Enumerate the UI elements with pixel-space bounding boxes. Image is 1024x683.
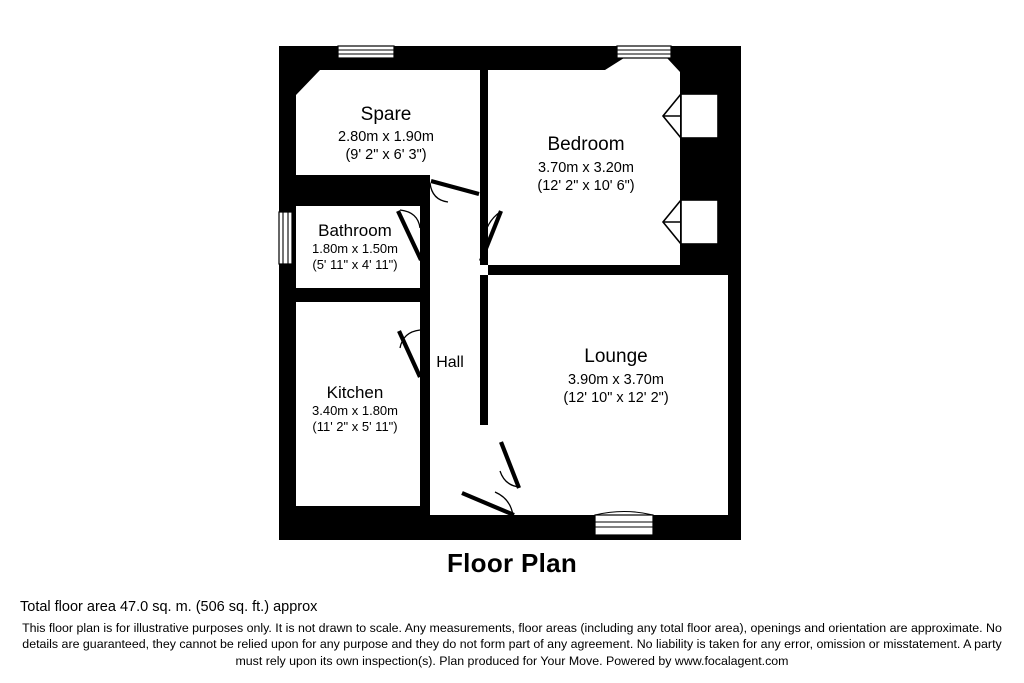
room-label-kitchen-name: Kitchen <box>327 383 384 402</box>
spare-door <box>429 178 480 203</box>
room-interior-bathroom <box>296 206 420 288</box>
lounge-bay-window-bottom <box>594 510 654 536</box>
room-label-spare: Spare 2.80m x 1.90m (9' 2" x 6' 3") <box>338 104 434 163</box>
room-interior-spare <box>296 70 480 175</box>
room-label-bedroom-name: Bedroom <box>547 134 624 155</box>
room-label-bathroom: Bathroom 1.80m x 1.50m (5' 11" x 4' 11") <box>312 221 398 272</box>
room-interior-hall <box>430 175 520 515</box>
kitchen-door <box>397 329 422 378</box>
room-label-lounge-metric: 3.90m x 3.70m <box>568 372 664 388</box>
room-label-bathroom-name: Bathroom <box>318 221 392 240</box>
room-label-bathroom-imperial: (5' 11" x 4' 11") <box>312 257 397 272</box>
room-label-kitchen: Kitchen 3.40m x 1.80m (11' 2" x 5' 11") <box>312 383 398 434</box>
room-interior-bedroom <box>488 58 680 265</box>
room-label-lounge-imperial: (12' 10" x 12' 2") <box>563 390 668 406</box>
bathroom-door <box>396 209 423 261</box>
bedroom-alcoves <box>661 93 719 245</box>
bedroom-window-top <box>616 45 672 59</box>
footer-block: Total floor area 47.0 sq. m. (506 sq. ft… <box>0 598 1024 670</box>
lounge-door <box>499 441 521 489</box>
room-label-spare-imperial: (9' 2" x 6' 3") <box>345 147 426 163</box>
plan-title-block: Floor Plan <box>0 548 1024 579</box>
room-label-bathroom-metric: 1.80m x 1.50m <box>312 241 398 256</box>
room-interior-lounge <box>488 275 728 515</box>
room-label-lounge-name: Lounge <box>584 346 647 367</box>
windows <box>278 45 672 536</box>
room-label-hall: Hall <box>436 354 464 371</box>
room-labels: Spare 2.80m x 1.90m (9' 2" x 6' 3") Bedr… <box>312 104 669 434</box>
spare-window-top <box>337 45 395 59</box>
room-label-spare-metric: 2.80m x 1.90m <box>338 129 434 145</box>
bedroom-alcove-upper <box>680 93 719 139</box>
page-title: Floor Plan <box>446 548 578 578</box>
disclaimer-text: This floor plan is for illustrative purp… <box>22 620 1002 669</box>
floor-plan-canvas: Spare 2.80m x 1.90m (9' 2" x 6' 3") Bedr… <box>278 45 741 540</box>
bedroom-alcove-lower <box>680 199 719 245</box>
room-label-spare-name: Spare <box>361 104 412 125</box>
doors <box>396 178 521 517</box>
room-label-kitchen-imperial: (11' 2" x 5' 11") <box>312 419 397 434</box>
floor-plan-drawing: Spare 2.80m x 1.90m (9' 2" x 6' 3") Bedr… <box>278 45 741 540</box>
room-label-lounge: Lounge 3.90m x 3.70m (12' 10" x 12' 2") <box>563 346 668 406</box>
room-label-bedroom-metric: 3.70m x 3.20m <box>538 160 634 176</box>
room-interiors <box>296 58 728 515</box>
bedroom-door <box>479 210 503 262</box>
front-door <box>461 491 515 517</box>
room-label-bedroom-imperial: (12' 2" x 10' 6") <box>537 178 634 194</box>
room-label-kitchen-metric: 3.40m x 1.80m <box>312 403 398 418</box>
room-label-bedroom: Bedroom 3.70m x 3.20m (12' 2" x 10' 6") <box>537 134 634 194</box>
bathroom-window-left <box>278 211 293 265</box>
total-floor-area: Total floor area 47.0 sq. m. (506 sq. ft… <box>20 599 318 615</box>
